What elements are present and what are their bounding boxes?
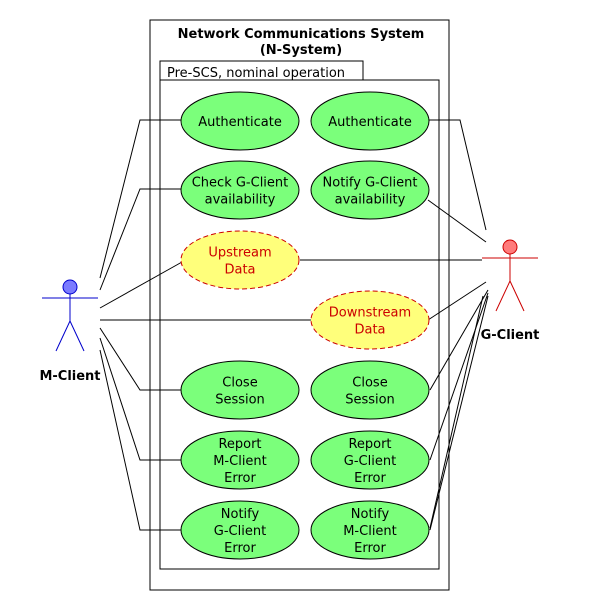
association-line — [429, 289, 489, 391]
association-line — [99, 327, 181, 391]
use-case-label: Notify G-Client — [323, 176, 418, 191]
frame-tab — [159, 60, 364, 80]
g-client-head — [502, 239, 518, 255]
use-case-ellipse — [180, 160, 300, 220]
association-line — [427, 199, 487, 243]
use-case-label: Close — [222, 376, 257, 391]
associations — [99, 119, 489, 531]
system-boundary — [149, 19, 450, 591]
use-case-label: Report — [218, 437, 261, 452]
m-client-leg-right — [69, 320, 85, 352]
use-case-ellipse — [310, 290, 430, 350]
use-case-ellipse — [180, 230, 300, 290]
use-case-label: G-Client — [344, 454, 396, 469]
association-line — [429, 295, 484, 529]
use-case-ellipse — [310, 360, 430, 420]
use-case-label: M-Client — [343, 524, 397, 539]
association-line — [99, 119, 181, 279]
use-case-ellipse — [180, 360, 300, 420]
system-title-line1: Network Communications System — [178, 27, 425, 42]
use-case-label: M-Client — [213, 454, 267, 469]
use-case-ellipse — [180, 430, 300, 490]
use-case-ellipse — [310, 500, 430, 560]
g-client-leg-right — [509, 280, 525, 312]
use-case-label: Error — [354, 471, 386, 486]
use-case-ellipse — [310, 430, 430, 490]
use-case-label: Session — [345, 393, 395, 408]
frame-label: Pre-SCS, nominal operation — [167, 66, 345, 81]
use-case-ellipse — [310, 91, 430, 151]
use-case-ellipse — [310, 160, 430, 220]
use-case-label: Error — [224, 471, 256, 486]
use-case-check-avail: Check G-Client availability — [180, 160, 300, 220]
use-case-label: Data — [224, 263, 255, 278]
g-client-label: G-Client — [481, 328, 540, 343]
association-line — [427, 281, 487, 321]
use-case-label: Data — [354, 323, 385, 338]
use-case-ellipse — [180, 500, 300, 560]
use-case-label: Error — [224, 541, 256, 556]
use-case-label: Report — [348, 437, 391, 452]
use-case-label: Upstream — [208, 246, 271, 261]
use-case-label: Downstream — [329, 306, 411, 321]
association-line — [99, 349, 181, 531]
use-case-label: availability — [335, 193, 406, 208]
association-line — [99, 337, 181, 461]
system-title-line2: (N-System) — [260, 43, 342, 58]
use-case-label: Session — [215, 393, 265, 408]
use-case-label: Authenticate — [328, 115, 412, 130]
use-case-label: Notify — [221, 507, 260, 522]
association-line — [429, 119, 487, 231]
use-case-auth-m: Authenticate — [180, 91, 300, 151]
g-client-actor — [482, 239, 538, 312]
association-line — [429, 292, 489, 461]
m-client-head — [62, 279, 78, 295]
use-case-label: Notify — [351, 507, 390, 522]
association-line — [99, 261, 183, 309]
use-case-label: Close — [352, 376, 387, 391]
use-case-auth-g: Authenticate — [310, 91, 430, 151]
use-case-notify-avail: Notify G-Client availability — [310, 160, 430, 220]
use-case-label: G-Client — [214, 524, 266, 539]
use-case-label: Check G-Client — [192, 176, 289, 191]
m-client-actor — [42, 279, 98, 352]
association-line — [429, 295, 489, 531]
g-client-leg-left — [495, 280, 511, 312]
use-case-label: Error — [354, 541, 386, 556]
use-case-label: availability — [205, 193, 276, 208]
use-case-label: Authenticate — [198, 115, 282, 130]
scenario-frame — [159, 79, 440, 570]
use-case-ellipse — [180, 91, 300, 151]
association-line — [99, 188, 181, 291]
m-client-leg-left — [55, 320, 71, 352]
m-client-label: M-Client — [39, 369, 100, 384]
